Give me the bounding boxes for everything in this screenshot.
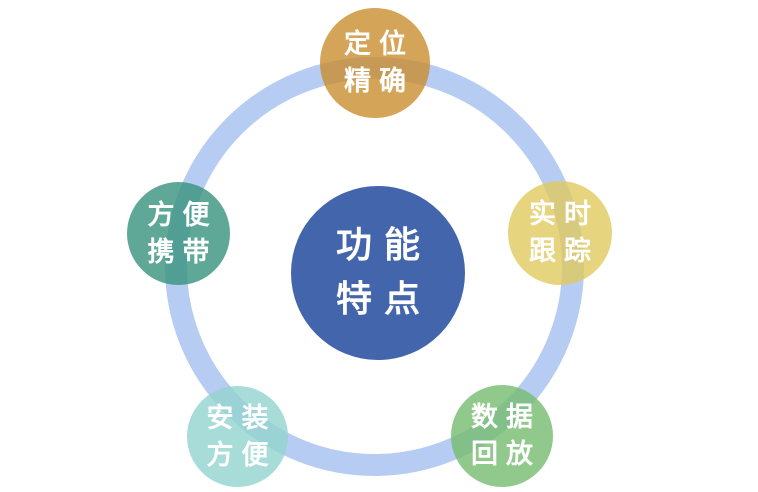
center-node-label: 功能 特点: [324, 219, 432, 327]
node-label-line-2: 携带: [147, 236, 218, 268]
node-label: 数据 回放: [463, 399, 541, 473]
node-label-line-1: 定位: [344, 29, 414, 60]
node-label: 安装 方便: [199, 400, 277, 474]
node-label-line-1: 数据: [471, 402, 541, 433]
node-precise-positioning: 定位 精确: [320, 8, 430, 118]
node-realtime-tracking: 实时 跟踪: [508, 181, 612, 285]
node-easy-installation: 安装 方便: [187, 386, 288, 487]
node-label-line-1: 实时: [529, 199, 599, 230]
node-label: 方便 携带: [140, 197, 218, 271]
node-label-line-2: 回放: [471, 439, 541, 470]
center-label-line-1: 功能: [335, 225, 432, 266]
node-label: 实时 跟踪: [521, 196, 599, 270]
node-easy-to-carry: 方便 携带: [127, 182, 230, 285]
center-node-features: 功能 特点: [291, 186, 465, 360]
node-data-playback: 数据 回放: [451, 385, 553, 487]
center-label-line-2: 特点: [335, 279, 432, 320]
node-label-line-2: 方便: [206, 439, 277, 471]
node-label-line-2: 跟踪: [529, 236, 599, 267]
node-label-line-2: 精确: [344, 66, 414, 97]
node-label-line-1: 安装: [206, 402, 277, 434]
node-label: 定位 精确: [336, 26, 414, 100]
node-label-line-1: 方便: [147, 199, 218, 231]
